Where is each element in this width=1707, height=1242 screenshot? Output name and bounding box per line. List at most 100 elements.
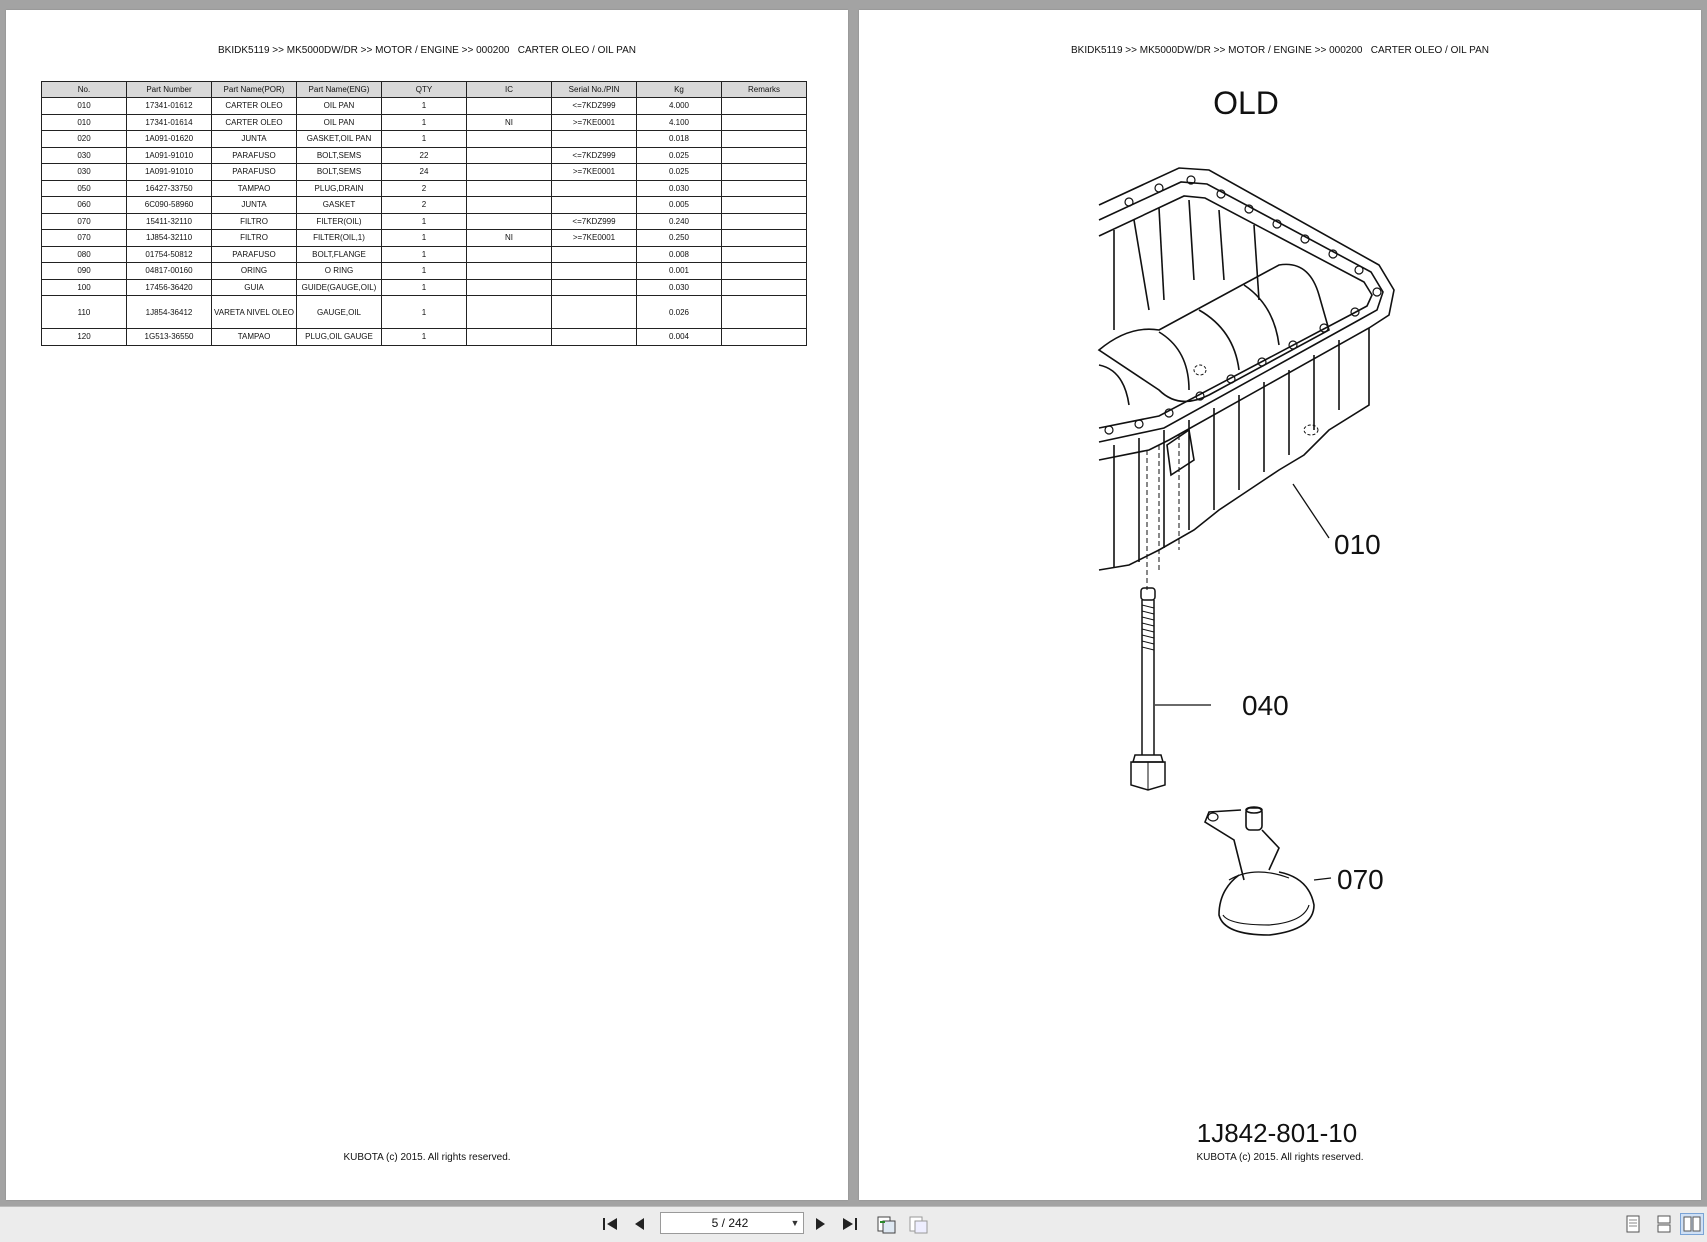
two-page-view-button[interactable] xyxy=(1680,1213,1704,1235)
table-cell: PLUG,OIL GAUGE xyxy=(296,328,382,346)
filter-070-drawing xyxy=(1204,806,1332,936)
table-cell: FILTER(OIL,1) xyxy=(296,229,382,247)
continuous-view-icon xyxy=(1657,1215,1671,1233)
table-cell xyxy=(466,212,552,230)
table-cell xyxy=(466,196,552,214)
last-page-button[interactable] xyxy=(838,1213,862,1235)
table-cell: GUIDE(GAUGE,OIL) xyxy=(296,278,382,296)
paste-page-button[interactable] xyxy=(906,1213,930,1235)
table-cell: 070 xyxy=(41,229,127,247)
table-cell: JUNTA xyxy=(211,196,297,214)
right-page: BKIDK5119 >> MK5000DW/DR >> MOTOR / ENGI… xyxy=(859,10,1701,1200)
table-cell: OIL PAN xyxy=(296,97,382,115)
table-cell: 1 xyxy=(381,328,467,346)
table-cell: >=7KE0001 xyxy=(551,229,637,247)
table-cell xyxy=(721,130,807,148)
table-cell: 0.026 xyxy=(636,295,722,329)
last-page-icon xyxy=(843,1218,857,1230)
single-page-view-icon xyxy=(1626,1215,1640,1233)
table-cell: 070 xyxy=(41,212,127,230)
table-cell: TAMPAO xyxy=(211,328,297,346)
page-footer: KUBOTA (c) 2015. All rights reserved. xyxy=(1196,1152,1364,1163)
prev-page-icon xyxy=(635,1218,644,1230)
column-header-part-name-eng: Part Name(ENG) xyxy=(296,81,382,98)
table-cell: 16427-33750 xyxy=(126,179,212,197)
table-cell xyxy=(721,179,807,197)
prev-page-button[interactable] xyxy=(628,1213,652,1235)
table-cell xyxy=(721,262,807,280)
table-cell xyxy=(466,130,552,148)
table-cell: 0.025 xyxy=(636,146,722,164)
table-cell xyxy=(721,245,807,263)
table-cell: 1G513-36550 xyxy=(126,328,212,346)
table-cell: 4.100 xyxy=(636,113,722,131)
next-page-button[interactable] xyxy=(808,1213,832,1235)
table-cell: TAMPAO xyxy=(211,179,297,197)
next-page-icon xyxy=(816,1218,825,1230)
table-cell: CARTER OLEO xyxy=(211,97,297,115)
table-cell: FILTER(OIL) xyxy=(296,212,382,230)
continuous-view-button[interactable] xyxy=(1652,1213,1676,1235)
viewer-toolbar: 5 / 242 ▼ xyxy=(0,1206,1707,1242)
callout-010: 010 xyxy=(1334,529,1381,560)
table-cell xyxy=(466,163,552,181)
table-cell xyxy=(721,229,807,247)
table-cell: 15411-32110 xyxy=(126,212,212,230)
column-header-serial: Serial No./PIN xyxy=(551,81,637,98)
table-cell xyxy=(466,179,552,197)
table-cell: 010 xyxy=(41,97,127,115)
table-cell: 4.000 xyxy=(636,97,722,115)
table-cell xyxy=(466,295,552,329)
table-cell xyxy=(721,278,807,296)
diagram-title: OLD xyxy=(1213,85,1279,121)
page-footer: KUBOTA (c) 2015. All rights reserved. xyxy=(343,1152,511,1163)
table-cell: 0.030 xyxy=(636,278,722,296)
table-cell xyxy=(466,97,552,115)
table-cell: <=7KDZ999 xyxy=(551,146,637,164)
table-cell: NI xyxy=(466,229,552,247)
table-cell: >=7KE0001 xyxy=(551,113,637,131)
table-cell: 1 xyxy=(381,245,467,263)
table-cell xyxy=(721,295,807,329)
table-cell: O RING xyxy=(296,262,382,280)
oil-pan-exploded-diagram: OLD xyxy=(1097,85,1395,1148)
page-indicator: 5 / 242 xyxy=(711,1216,749,1230)
page-number-field[interactable]: 5 / 242 ▼ xyxy=(660,1212,804,1234)
column-header-ic: IC xyxy=(466,81,552,98)
table-cell xyxy=(466,328,552,346)
single-page-view-button[interactable] xyxy=(1621,1213,1645,1235)
copy-page-button[interactable] xyxy=(874,1213,898,1235)
table-cell: 0.008 xyxy=(636,245,722,263)
column-header-no: No. xyxy=(41,81,127,98)
table-cell: 17341-01614 xyxy=(126,113,212,131)
table-cell: 1 xyxy=(381,113,467,131)
table-cell: >=7KE0001 xyxy=(551,163,637,181)
table-cell xyxy=(551,196,637,214)
table-cell xyxy=(721,196,807,214)
table-cell: 22 xyxy=(381,146,467,164)
table-cell: GASKET xyxy=(296,196,382,214)
paste-page-icon xyxy=(909,1216,928,1234)
table-cell xyxy=(721,97,807,115)
table-cell xyxy=(721,328,807,346)
table-cell: 04817-00160 xyxy=(126,262,212,280)
table-cell: 0.240 xyxy=(636,212,722,230)
first-page-button[interactable] xyxy=(598,1213,622,1235)
table-cell: NI xyxy=(466,113,552,131)
table-cell: 0.005 xyxy=(636,196,722,214)
chevron-down-icon[interactable]: ▼ xyxy=(790,1218,800,1228)
table-cell: BOLT,SEMS xyxy=(296,163,382,181)
table-cell: FILTRO xyxy=(211,212,297,230)
table-cell: 1 xyxy=(381,97,467,115)
table-cell: 1A091-01620 xyxy=(126,130,212,148)
two-page-view-icon xyxy=(1683,1216,1701,1232)
copy-page-icon xyxy=(877,1216,896,1234)
